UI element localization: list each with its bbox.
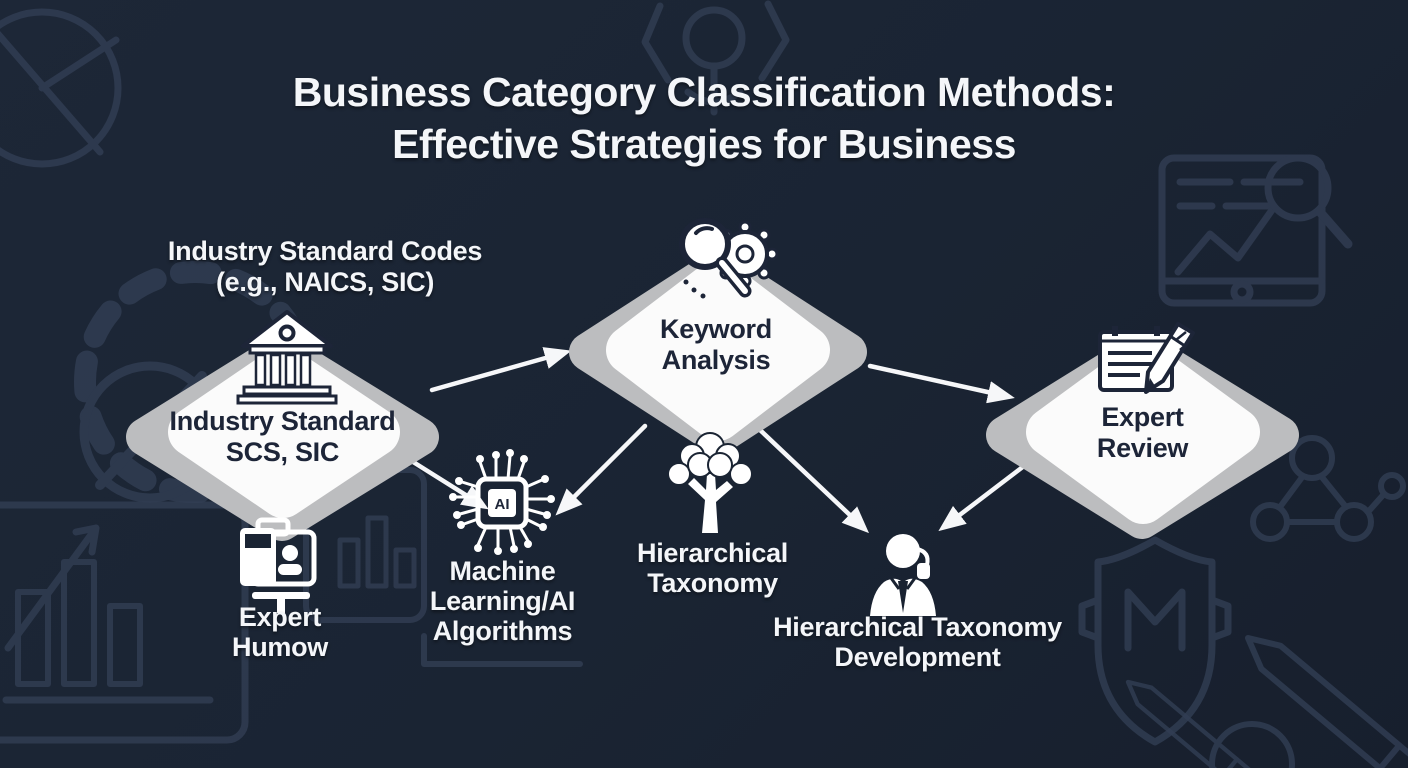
keyword-analysis-node-label: Keyword Analysis	[660, 314, 772, 375]
industry-standard-node-label: Industry Standard SCS, SIC	[169, 406, 396, 467]
expert-humow-label: Expert Humow	[232, 602, 328, 662]
deco-pie-chart-icon	[0, 8, 122, 168]
arrow-keyword-to-ml	[555, 423, 648, 516]
hierarchical-taxonomy-label: Hierarchical Taxonomy	[637, 538, 788, 598]
deco-shield-icon	[1078, 536, 1232, 746]
arrow-industry-to-ml	[407, 457, 489, 510]
notepad-pencil-icon	[1098, 322, 1195, 394]
industry-codes-note: Industry Standard Codes (e.g., NAICS, SI…	[167, 236, 483, 297]
expert-review-node-label: Expert Review	[1096, 402, 1189, 463]
bank-icon	[236, 310, 338, 405]
keyword-analysis-diamond	[569, 249, 867, 455]
arrow-keyword-to-expert	[867, 363, 1015, 404]
page-title: Business Category Classification Methods…	[292, 69, 1116, 167]
briefcase-person-icon	[240, 517, 317, 613]
arrow-industry-to-keyword	[429, 347, 572, 393]
arrow-expert-to-person	[938, 463, 1027, 532]
deco-laptop-chart-icon	[0, 501, 249, 744]
ai-chip-icon: AI	[449, 449, 555, 555]
deco-network-icon	[1250, 435, 1406, 542]
machine-learning-label: Machine Learning/AI Algorithms	[429, 556, 576, 646]
search-gear-icon	[679, 218, 779, 299]
deco-tablet-chart-icon	[1158, 154, 1353, 307]
ai-chip-label: AI	[495, 496, 510, 513]
person-headset-icon	[870, 534, 936, 616]
deco-target-icon	[641, 0, 790, 116]
taxonomy-development-label: Hierarchical Taxonomy Development	[773, 612, 1062, 672]
flow-arrows	[407, 347, 1027, 534]
tree-icon	[667, 432, 753, 533]
deco-pencil-icon	[1125, 635, 1408, 768]
arrow-keyword-to-person	[757, 427, 870, 534]
